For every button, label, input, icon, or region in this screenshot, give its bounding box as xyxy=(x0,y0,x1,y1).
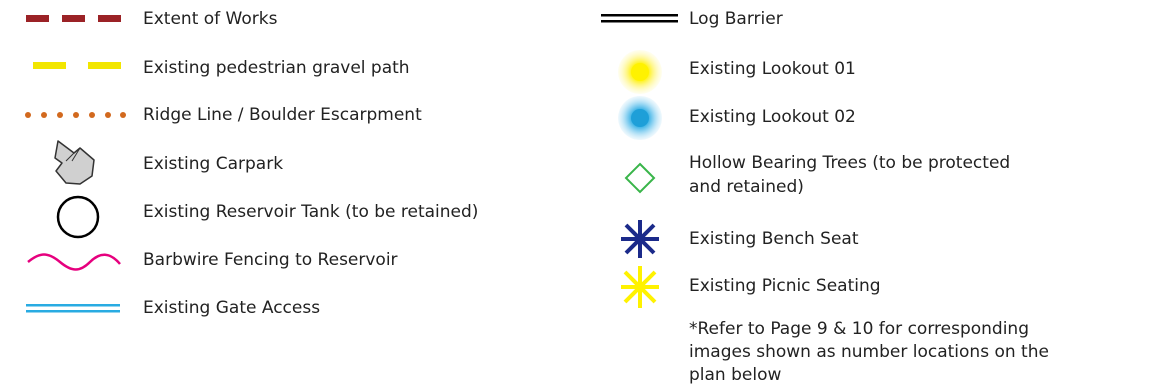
barbwire-wavy-line-icon xyxy=(27,253,121,271)
carpark-hand-icon xyxy=(54,140,95,185)
hollow-tree-diamond-icon xyxy=(624,162,656,194)
picnic-seating-asterisk-icon xyxy=(621,266,659,308)
note-line-2: images shown as number locations on the xyxy=(689,342,1049,362)
legend-label-hollow-trees-line1: Hollow Bearing Trees (to be protected xyxy=(689,153,1011,173)
legend-label-extent-of-works: Extent of Works xyxy=(143,9,278,29)
legend-label-gate-access: Existing Gate Access xyxy=(143,298,321,318)
reservoir-tank-circle-icon xyxy=(56,195,100,239)
gravel-path-dashed-line-icon xyxy=(33,62,121,69)
legend-label-gravel-path: Existing pedestrian gravel path xyxy=(143,58,410,78)
legend-label-lookout-02: Existing Lookout 02 xyxy=(689,107,856,127)
legend-label-reservoir-tank: Existing Reservoir Tank (to be retained) xyxy=(143,202,479,222)
legend-label-picnic-seating: Existing Picnic Seating xyxy=(689,276,881,296)
legend-label-barbwire: Barbwire Fencing to Reservoir xyxy=(143,250,398,270)
note-line-1: *Refer to Page 9 & 10 for corresponding xyxy=(689,319,1029,339)
legend-label-carpark: Existing Carpark xyxy=(143,154,284,174)
lookout-01-glow-icon xyxy=(618,50,662,94)
legend-label-bench-seat: Existing Bench Seat xyxy=(689,229,859,249)
legend-label-ridge-line: Ridge Line / Boulder Escarpment xyxy=(143,105,422,125)
extent-of-works-dashed-line-icon xyxy=(26,15,121,22)
log-barrier-double-line-icon xyxy=(601,14,678,23)
note-line-3: plan below xyxy=(689,365,782,385)
gate-access-double-line-icon xyxy=(26,304,120,313)
legend-label-hollow-trees-line2: and retained) xyxy=(689,177,804,197)
ridge-line-dotted-icon xyxy=(25,112,126,118)
bench-seat-asterisk-icon xyxy=(621,220,659,258)
lookout-02-glow-icon xyxy=(618,96,662,140)
legend-label-log-barrier: Log Barrier xyxy=(689,9,783,29)
legend-label-lookout-01: Existing Lookout 01 xyxy=(689,59,856,79)
